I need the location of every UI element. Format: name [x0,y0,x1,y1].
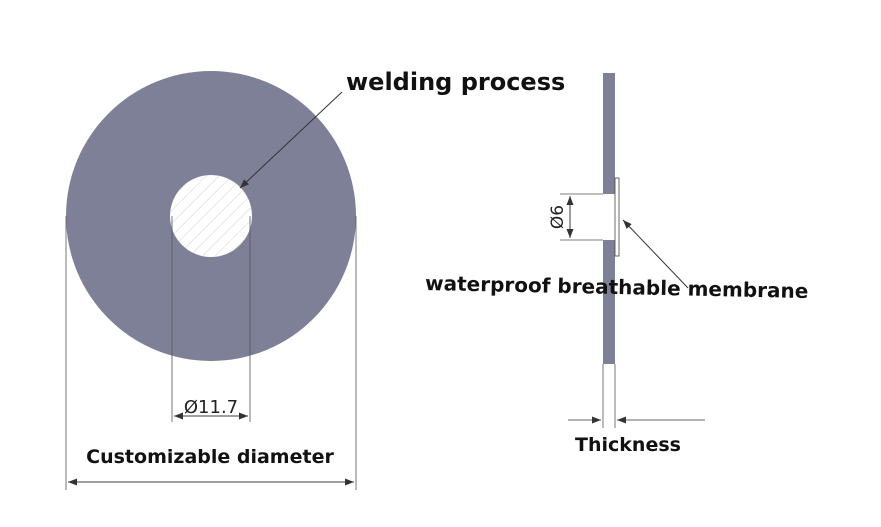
hole-diameter-dimension: Ø11.7 [171,216,251,422]
side-section-bottom [603,240,615,364]
vent-diameter-dimension: Ø6 [548,193,603,241]
thickness-label: Thickness [575,434,681,456]
outer-diameter-dimension: Customizable diameter [65,216,357,490]
washer-side-view [603,73,620,364]
welding-process-label: welding process [346,68,565,96]
side-section-top [603,73,615,194]
thickness-dimension: Thickness [568,364,705,456]
membrane-leader-line [622,219,689,289]
welding-leader-line [239,91,343,189]
vent-diameter-label: Ø6 [548,205,568,229]
washer-front-view [66,71,356,361]
membrane-label: waterproof breathable membrane [425,271,809,303]
outer-diameter-label: Customizable diameter [86,446,334,468]
hole-diameter-label: Ø11.7 [184,397,238,418]
membrane-layer [614,177,620,257]
center-hole-hatch [170,175,252,257]
